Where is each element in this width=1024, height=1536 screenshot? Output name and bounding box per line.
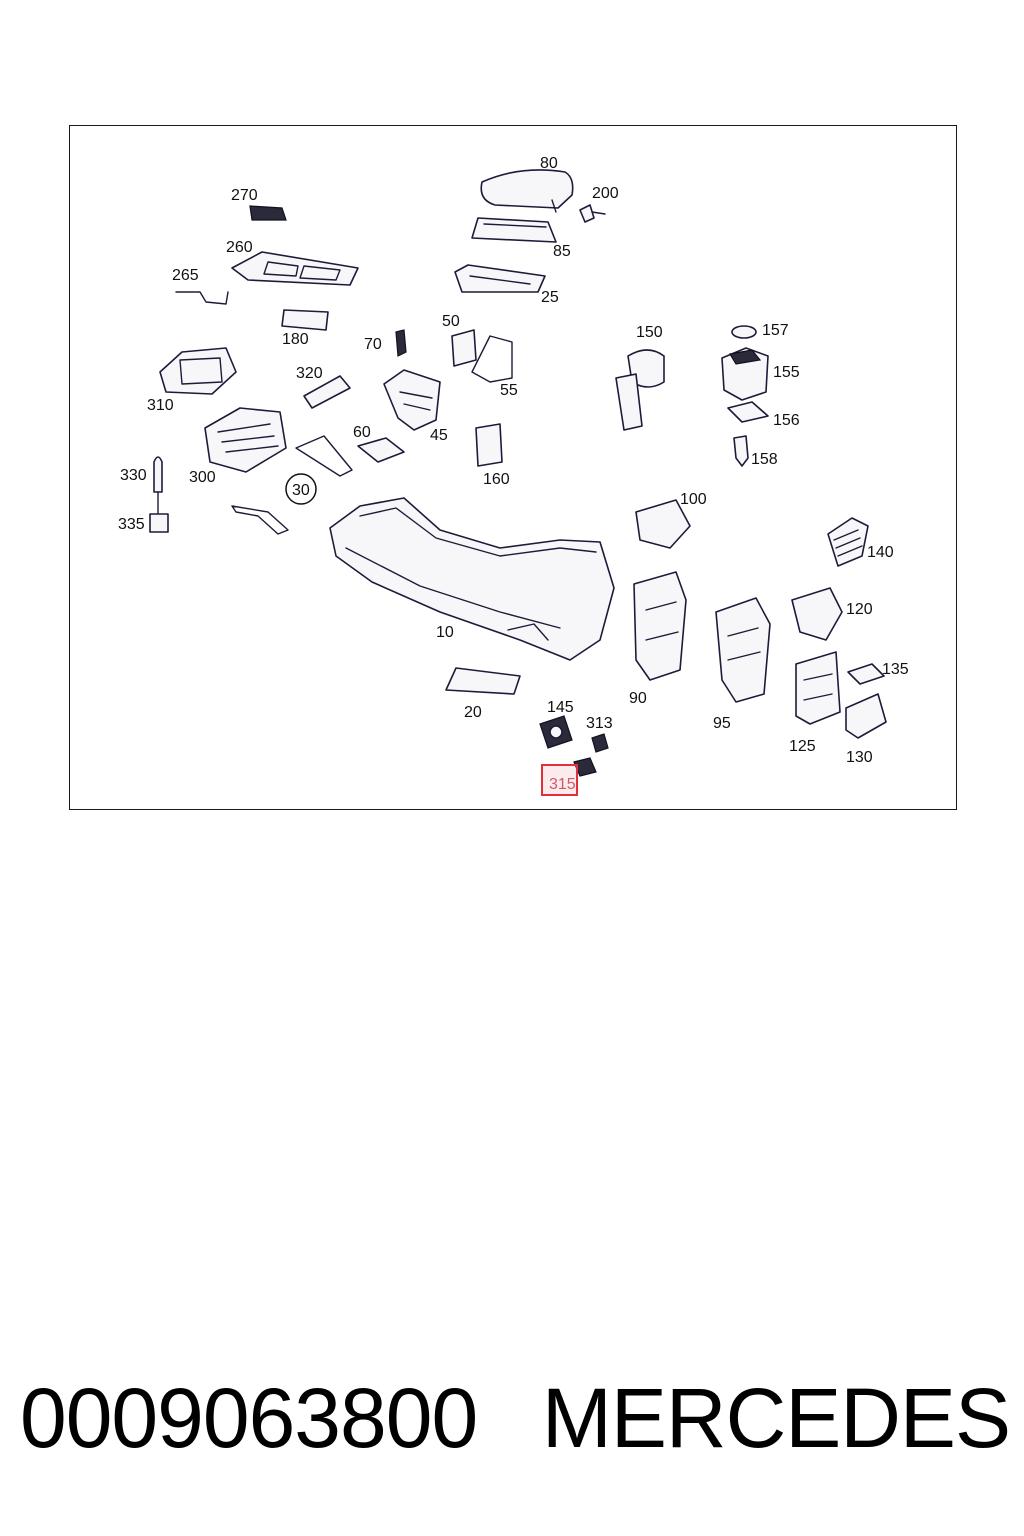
part-70-clip[interactable] [395,329,407,357]
callout-155: 155 [773,364,800,381]
part-150-socket[interactable] [615,349,665,431]
callout-30: 30 [292,482,310,499]
highlight-box-315 [541,764,578,796]
part-130-box[interactable] [845,693,887,739]
part-140-vent[interactable] [827,517,869,567]
callout-125: 125 [789,738,816,755]
callout-315: 315 [549,776,576,793]
part-45-holder[interactable] [383,369,441,431]
callout-320: 320 [296,365,323,382]
part-55-bracket[interactable] [471,335,513,383]
part-80-armrest-lid[interactable] [480,169,574,213]
part-25-trim-frame[interactable] [454,264,546,293]
part-156-bracket[interactable] [727,401,769,423]
part-85-tray-mat[interactable] [471,217,557,243]
part-60-pad[interactable] [357,437,405,463]
callout-95: 95 [713,715,731,732]
callout-158: 158 [751,451,778,468]
part-number: 0009063800 [20,1371,478,1465]
part-145-socket[interactable] [539,715,573,749]
part-310-cup-holder[interactable] [159,347,237,395]
callout-260: 260 [226,239,253,256]
callout-55: 55 [500,382,518,399]
callout-70: 70 [364,336,382,353]
part-313-plug[interactable] [591,733,609,753]
callout-140: 140 [867,544,894,561]
callout-330: 330 [120,467,147,484]
callout-157: 157 [762,322,789,339]
callout-30-bubble [285,473,317,505]
callout-300: 300 [189,469,216,486]
callout-20: 20 [464,704,482,721]
part-155-receptacle[interactable] [721,347,769,401]
part-90-trim[interactable] [633,571,687,681]
callout-160: 160 [483,471,510,488]
part-160-lid[interactable] [475,423,503,467]
callout-200: 200 [592,185,619,202]
part-260-console-trim[interactable] [231,251,359,286]
part-200-screw[interactable] [579,204,606,223]
callout-180: 180 [282,331,309,348]
part-95-trim[interactable] [715,597,771,703]
callout-25: 25 [541,289,559,306]
part-265-bracket[interactable] [175,291,229,305]
part-50-panel[interactable] [451,329,477,367]
callout-310: 310 [147,397,174,414]
callout-10: 10 [436,624,454,641]
callout-120: 120 [846,601,873,618]
brand-name: MERCEDES [541,1371,1011,1465]
callout-100: 100 [680,491,707,508]
part-300-mechanism[interactable] [204,407,287,473]
part-120-cup-insert[interactable] [791,587,843,641]
callout-313: 313 [586,715,613,732]
part-157-ring[interactable] [731,325,757,339]
part-10-center-console[interactable] [329,497,615,661]
part-135-mat[interactable] [847,663,885,685]
callout-90: 90 [629,690,647,707]
callout-45: 45 [430,427,448,444]
callout-156: 156 [773,412,800,429]
part-125-bracket[interactable] [795,651,841,725]
part-158-screw[interactable] [733,435,749,467]
part-20-mat[interactable] [445,667,521,695]
callout-130: 130 [846,749,873,766]
part-330-lever[interactable] [153,456,163,515]
callout-80: 80 [540,155,558,172]
callout-335: 335 [118,516,145,533]
part-30-bracket[interactable] [231,435,353,535]
callout-145: 145 [547,699,574,716]
part-100-cup-insert[interactable] [635,499,691,549]
part-180-mat[interactable] [281,309,329,331]
callout-150: 150 [636,324,663,341]
callout-135: 135 [882,661,909,678]
callout-270: 270 [231,187,258,204]
callout-265: 265 [172,267,199,284]
callout-85: 85 [553,243,571,260]
callout-60: 60 [353,424,371,441]
part-270-switch[interactable] [249,205,287,221]
footer-caption: 0009063800 MERCEDES [20,1368,1011,1468]
part-335-base[interactable] [149,513,169,533]
callout-50: 50 [442,313,460,330]
part-320-flap[interactable] [303,375,351,409]
